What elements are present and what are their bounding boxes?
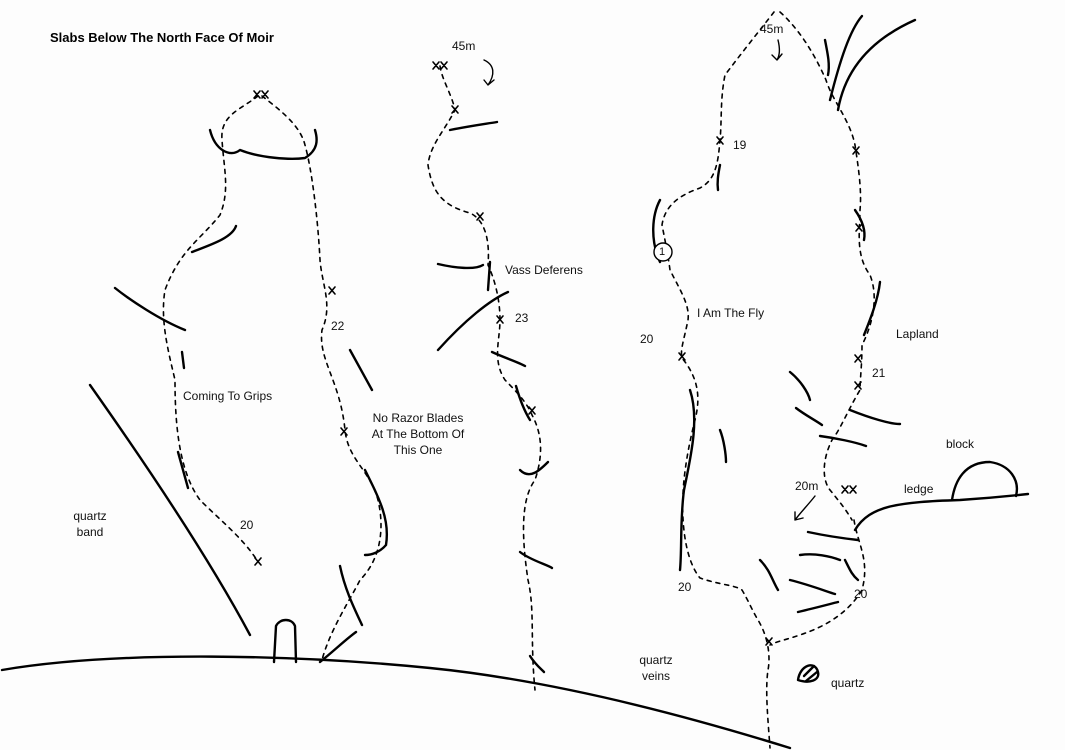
middle-crack-2 bbox=[363, 468, 388, 557]
block-shape bbox=[950, 460, 1019, 502]
grade-i-am-the-fly-upper: 19 bbox=[733, 138, 747, 152]
ledge-line bbox=[853, 492, 1030, 532]
grade-no-razor-blades: 22 bbox=[331, 319, 345, 333]
lower-flake-1 bbox=[806, 530, 860, 542]
vass-deferens-flake-2 bbox=[490, 350, 527, 368]
vass-deferens-crack-2 bbox=[518, 460, 550, 476]
lower-right-start-line bbox=[769, 519, 866, 646]
lapland-flake-4 bbox=[848, 408, 902, 426]
route-name-no-razor-blades: No Razor Blades At The Bottom Of This On… bbox=[371, 411, 465, 457]
middle-crack-3 bbox=[338, 564, 364, 627]
abseil-right-45m: 45m bbox=[760, 22, 784, 36]
abseil-left-45m: 45m bbox=[452, 39, 476, 53]
fly-crack-1 bbox=[716, 163, 722, 192]
vass-deferens-top-roof bbox=[448, 120, 499, 132]
i-am-the-fly-line bbox=[661, 11, 775, 749]
lapland-upper-wall bbox=[828, 14, 864, 102]
vass-deferens-flake bbox=[436, 290, 510, 352]
coming-to-grips-line bbox=[162, 95, 259, 563]
ground-line bbox=[0, 655, 792, 750]
no-razor-blades-line bbox=[261, 95, 382, 661]
fly-crack-2 bbox=[718, 428, 728, 464]
quartz-band-line bbox=[88, 383, 252, 637]
lapland-bolts bbox=[841, 146, 863, 494]
vass-deferens-crack-3 bbox=[518, 550, 554, 570]
feature-ledge: ledge bbox=[904, 482, 934, 496]
fly-wall-long bbox=[678, 388, 696, 572]
grade-lapland: 21 bbox=[872, 366, 886, 380]
route-name-vass-deferens: Vass Deferens bbox=[505, 263, 583, 277]
grade-coming-to-grips: 20 bbox=[240, 518, 254, 532]
grade-right-start: 20 bbox=[854, 587, 868, 601]
abseil-lower-20m: 20m bbox=[795, 479, 819, 493]
lapland-flake-2 bbox=[794, 406, 824, 427]
quartz-marker-icon bbox=[796, 664, 820, 683]
feature-quartz-veins: quartz veins bbox=[639, 653, 673, 683]
lapland-corner bbox=[853, 208, 866, 242]
vass-deferens-lower-roof bbox=[436, 262, 485, 270]
left-crack-2 bbox=[176, 450, 190, 490]
route-name-coming-to-grips: Coming To Grips bbox=[183, 389, 273, 403]
lower-flake-5 bbox=[843, 558, 860, 582]
diagram-title: Slabs Below The North Face Of Moir bbox=[50, 30, 274, 45]
feature-quartz: quartz bbox=[831, 676, 865, 690]
i-am-the-fly-bolts bbox=[678, 136, 773, 646]
grade-vass-deferens: 23 bbox=[515, 311, 529, 325]
lower-flake-3 bbox=[788, 578, 837, 596]
lapland-corner-2 bbox=[862, 280, 882, 337]
left-arete bbox=[113, 286, 187, 332]
left-roof bbox=[208, 128, 318, 160]
coming-to-grips-bolts bbox=[253, 90, 269, 566]
belay-block bbox=[272, 618, 298, 664]
feature-quartz-band: quartz band bbox=[73, 509, 107, 539]
lower-20m-arrow bbox=[794, 495, 816, 521]
route-name-lapland: Lapland bbox=[896, 327, 939, 341]
lower-flake-2 bbox=[798, 553, 842, 562]
fly-wall-right bbox=[758, 558, 780, 592]
left-abseil-arrow bbox=[483, 59, 495, 86]
vass-deferens-line bbox=[427, 65, 542, 691]
vass-deferens-crack bbox=[514, 384, 532, 422]
vass-deferens-bolts bbox=[432, 61, 536, 415]
route-number-marker bbox=[653, 242, 673, 262]
lapland-left-edge bbox=[823, 38, 830, 77]
middle-crack-4 bbox=[318, 630, 358, 664]
lapland-flake-1 bbox=[788, 370, 812, 402]
route-number-label: 1 bbox=[659, 246, 666, 258]
lapland-flake-3 bbox=[818, 434, 868, 448]
grade-i-am-the-fly-lower: 20 bbox=[640, 332, 654, 346]
grade-direct-start: 20 bbox=[678, 580, 692, 594]
lower-flake-4 bbox=[796, 600, 840, 614]
route-name-i-am-the-fly: I Am The Fly bbox=[697, 306, 765, 320]
left-crack bbox=[180, 350, 186, 370]
feature-block: block bbox=[946, 437, 975, 451]
lapland-upper-wall-2 bbox=[836, 18, 917, 112]
no-razor-blades-bolts bbox=[328, 286, 348, 436]
vass-deferens-corner bbox=[486, 260, 492, 292]
middle-crack-1 bbox=[348, 348, 374, 392]
left-flake bbox=[190, 224, 238, 254]
vass-deferens-crack-4 bbox=[528, 654, 546, 674]
right-abseil-arrow bbox=[771, 39, 783, 61]
